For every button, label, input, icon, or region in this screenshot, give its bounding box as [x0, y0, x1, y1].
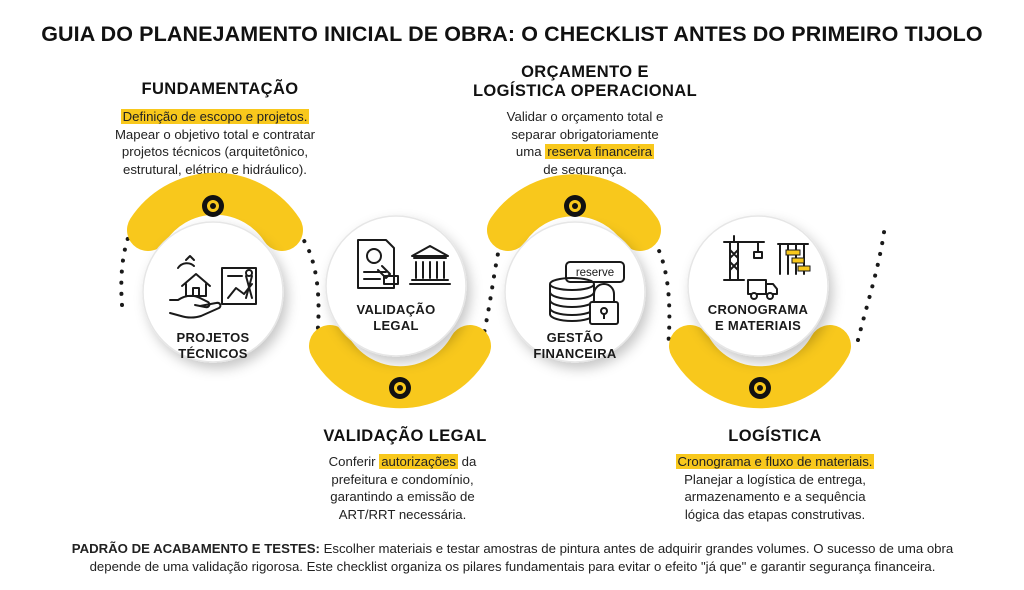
desc-orcamento-line1: Validar o orçamento total e — [506, 109, 664, 124]
highlight-reserva: reserva financeira — [545, 144, 655, 159]
circle-projetos — [142, 221, 284, 363]
heading-orcamento-line2: LOGÍSTICA OPERACIONAL — [472, 82, 698, 100]
reserve-tag-label: reserve — [576, 267, 614, 279]
circle-label-cronograma: CRONOGRAMA E MATERIAIS — [698, 302, 818, 334]
circle-financeira — [504, 221, 646, 363]
dots-right-end — [856, 223, 887, 342]
desc-fundamentacao: Definição de escopo e projetos. Mapear o… — [80, 108, 350, 178]
target-marker-1 — [202, 195, 224, 217]
circle-financeira-line2: FINANCEIRA — [533, 346, 617, 361]
desc-validacao-line1-pre: Conferir — [328, 454, 380, 469]
dots-first-descent — [296, 230, 321, 350]
desc-validacao-line4: ART/RRT necessária. — [338, 506, 467, 522]
desc-validacao-line1-post: da — [458, 454, 477, 469]
highlight-escopo: Definição de escopo e projetos. — [120, 109, 310, 124]
circle-validacao-line1: VALIDAÇÃO — [356, 302, 436, 317]
circle-projetos-line1: PROJETOS — [176, 330, 250, 345]
circle-cronograma-line2: E MATERIAIS — [714, 318, 802, 333]
footer-text: Escolher materiais e testar amostras de … — [89, 541, 954, 574]
target-marker-2 — [389, 377, 411, 399]
highlight-cronograma: Cronograma e fluxo de materiais. — [675, 454, 875, 469]
desc-orcamento: Validar o orçamento total e separar obri… — [470, 108, 700, 178]
desc-fundamentacao-line2: projetos técnicos (arquitetônico, — [121, 144, 309, 159]
footer-bold-label: PADRÃO DE ACABAMENTO E TESTES: — [71, 541, 320, 556]
desc-fundamentacao-line3: estrutural, elétrico e hidráulico). — [123, 161, 307, 177]
dots-third-descent — [646, 230, 672, 350]
page-title: GUIA DO PLANEJAMENTO INICIAL DE OBRA: O … — [41, 22, 983, 46]
circle-validacao-line2: LEGAL — [373, 318, 419, 333]
circle-projetos-line2: TÉCNICOS — [178, 346, 248, 361]
circle-label-financeira: GESTÃO FINANCEIRA — [515, 330, 635, 362]
desc-orcamento-line2: separar obrigatoriamente — [511, 126, 659, 142]
highlight-autorizacoes: autorizações — [379, 454, 458, 469]
desc-logistica: Cronograma e fluxo de materiais. Planeja… — [640, 453, 910, 523]
certificate-courthouse-icon — [357, 239, 451, 289]
arc-top-1 — [127, 172, 303, 251]
desc-validacao: Conferir autorizações da prefeitura e co… — [290, 453, 515, 523]
circle-label-validacao: VALIDAÇÃO LEGAL — [336, 302, 456, 334]
circle-financeira-line1: GESTÃO — [546, 330, 604, 345]
desc-validacao-line2: prefeitura e condomínio, — [331, 471, 474, 487]
target-markers — [202, 195, 771, 399]
coins-padlock-icon — [549, 261, 625, 325]
circle-validacao — [325, 215, 467, 357]
heading-orcamento: ORÇAMENTO E LOGÍSTICA OPERACIONAL — [440, 63, 730, 101]
hand-house-blueprint-icon — [169, 255, 257, 319]
target-marker-4 — [749, 377, 771, 399]
desc-validacao-line3: garantindo a emissão de — [330, 489, 475, 504]
desc-logistica-line2: armazenamento e a sequência — [684, 489, 866, 504]
desc-logistica-line3: lógica das etapas construtivas. — [684, 506, 866, 522]
gantt-bars — [785, 249, 811, 272]
heading-logistica: LOGÍSTICA — [728, 427, 822, 445]
heading-orcamento-line1: ORÇAMENTO E — [521, 63, 649, 81]
circle-cronograma — [687, 215, 829, 357]
circle-label-projetos: PROJETOS TÉCNICOS — [153, 330, 273, 362]
desc-fundamentacao-line1: Mapear o objetivo total e contratar — [114, 126, 316, 142]
desc-logistica-line1: Planejar a logística de entrega, — [684, 471, 866, 487]
crane-truck-gantt-icon — [723, 235, 809, 300]
desc-orcamento-line3-pre: uma — [515, 144, 546, 159]
heading-fundamentacao: FUNDAMENTAÇÃO — [141, 80, 299, 98]
target-marker-3 — [564, 195, 586, 217]
desc-orcamento-line4: de segurança. — [543, 161, 627, 177]
footer-note: PADRÃO DE ACABAMENTO E TESTES: Escolher … — [60, 540, 965, 576]
circle-cronograma-line1: CRONOGRAMA — [707, 302, 809, 317]
heading-validacao: VALIDAÇÃO LEGAL — [323, 427, 487, 445]
